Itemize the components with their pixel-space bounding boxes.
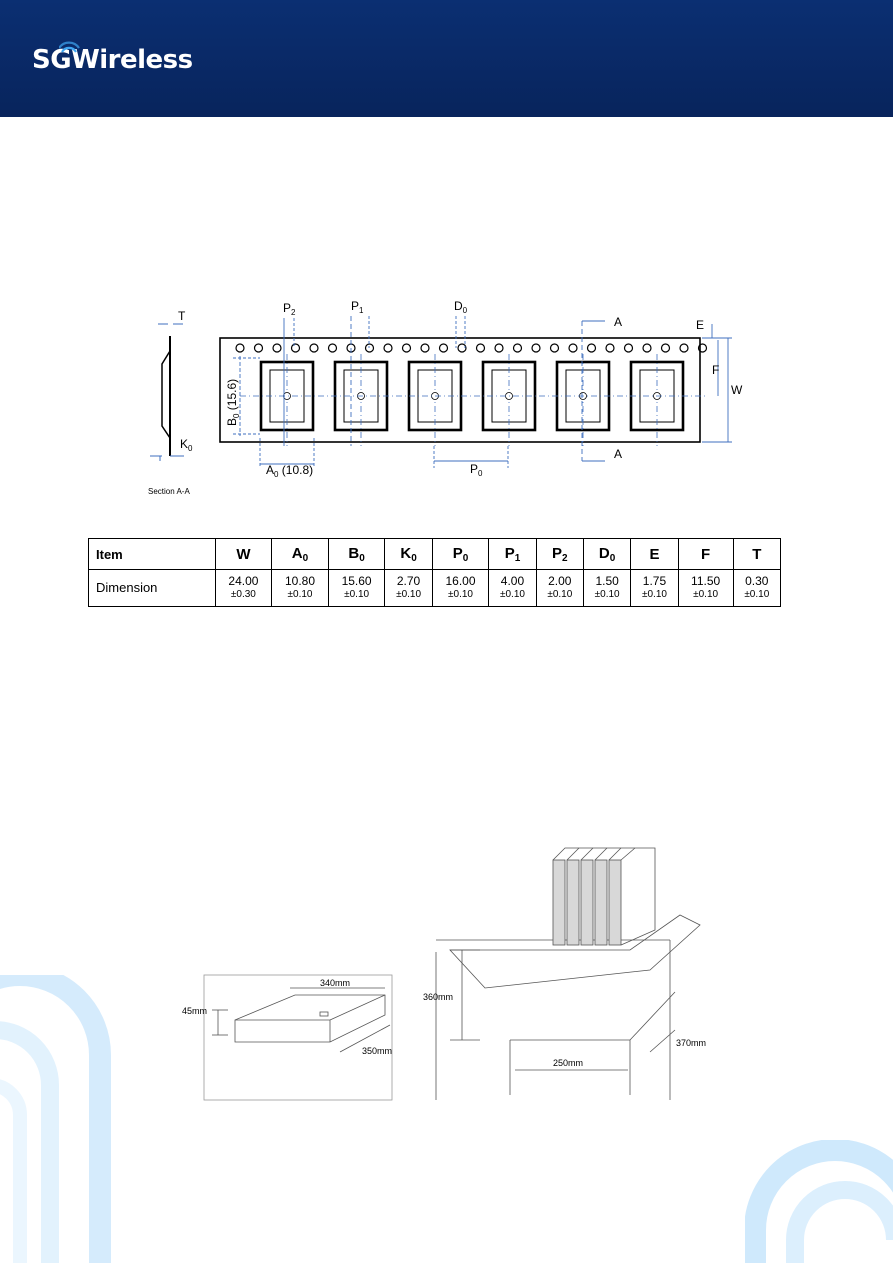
- value-cell: 10.80±0.10: [271, 569, 329, 607]
- header-f: F: [677, 538, 734, 570]
- pocket: [481, 354, 537, 446]
- box-height-label: 45mm: [182, 1006, 207, 1016]
- sprocket-hole: [383, 343, 393, 353]
- sprocket-hole: [642, 343, 652, 353]
- label-P0: P0: [470, 462, 483, 478]
- box-depth-label: 350mm: [362, 1046, 392, 1056]
- sprocket-hole: [679, 343, 689, 353]
- value-cell: 16.00±0.10: [431, 569, 490, 607]
- value-cell: 1.50±0.10: [582, 569, 632, 607]
- sprocket-hole: [457, 343, 467, 353]
- sprocket-hole: [512, 343, 523, 353]
- sprocket-hole: [290, 343, 301, 353]
- inner-box: [203, 974, 393, 1101]
- value-cell: 11.50±0.10: [677, 569, 734, 607]
- tape-body: [219, 337, 701, 443]
- sprocket-hole: [235, 343, 245, 353]
- header-p2: P2: [535, 538, 584, 570]
- label-section: Section A-A: [148, 487, 190, 496]
- decor-arcs-right: [745, 1140, 893, 1263]
- header-bar: SGWireless: [0, 0, 893, 117]
- sprocket-hole: [401, 343, 412, 353]
- sprocket-hole: [364, 343, 375, 353]
- row-label: Dimension: [88, 569, 216, 607]
- carrier-tape-drawing: T K0 Section A-A P2 P1 D0: [148, 299, 743, 496]
- label-T: T: [178, 309, 186, 323]
- header-t: T: [732, 538, 782, 570]
- decor-arcs-left: [0, 975, 111, 1263]
- signal-waves-icon: [59, 41, 80, 53]
- label-A-bottom: A: [614, 447, 622, 461]
- value-cell: 2.70±0.10: [384, 569, 433, 607]
- reel-boxes: [552, 847, 656, 946]
- value-cell: 2.00±0.10: [535, 569, 584, 607]
- header-p0: P0: [431, 538, 490, 570]
- section-view: T K0 Section A-A: [148, 309, 193, 496]
- header-k0: K0: [384, 538, 433, 570]
- value-cell: 4.00±0.10: [488, 569, 537, 607]
- label-P1: P1: [351, 299, 364, 315]
- sprocket-hole: [531, 343, 541, 353]
- label-P2: P2: [283, 301, 296, 317]
- sprocket-hole: [327, 343, 338, 353]
- brand-name: SGWireless: [32, 45, 193, 75]
- box-width-label: 340mm: [320, 978, 350, 988]
- packaging-drawing: 45mm 340mm 350mm 360mm 250mm 370mm: [182, 847, 706, 1101]
- sprocket-hole: [494, 343, 504, 353]
- header-d0: D0: [582, 538, 632, 570]
- header-item: Item: [88, 538, 216, 570]
- pocket: [333, 354, 389, 446]
- pocket: [407, 354, 463, 446]
- sprocket-hole: [549, 343, 560, 353]
- carton-box: [435, 914, 701, 1100]
- header-b0: B0: [327, 538, 386, 570]
- label-W: W: [731, 383, 743, 397]
- pockets: [259, 354, 685, 446]
- sprocket-hole: [272, 343, 282, 353]
- label-A0: A0 (10.8): [266, 463, 313, 479]
- label-A-top: A: [614, 315, 622, 329]
- brand-logo: SGWireless: [32, 40, 193, 80]
- sprocket-holes: [235, 343, 708, 353]
- sprocket-hole: [420, 343, 430, 353]
- sprocket-hole: [253, 343, 264, 353]
- value-cell: 0.30±0.10: [732, 569, 782, 607]
- header-a0: A0: [271, 538, 329, 570]
- sprocket-hole: [475, 343, 486, 353]
- sprocket-hole: [605, 343, 615, 353]
- sprocket-hole: [660, 343, 671, 353]
- carton-depth-label: 370mm: [676, 1038, 706, 1048]
- label-D0: D0: [454, 299, 468, 315]
- label-K0: K0: [180, 437, 193, 453]
- pocket: [629, 354, 685, 446]
- label-E: E: [696, 318, 704, 332]
- value-cell: 24.00±0.30: [214, 569, 273, 607]
- sprocket-hole: [586, 343, 597, 353]
- header-w: W: [214, 538, 273, 570]
- label-F: F: [712, 363, 719, 377]
- carton-width-label: 250mm: [553, 1058, 583, 1068]
- sprocket-hole: [568, 343, 578, 353]
- carton-height-label: 360mm: [423, 992, 453, 1002]
- sprocket-hole: [309, 343, 319, 353]
- pocket: [555, 354, 611, 446]
- sprocket-hole: [623, 343, 634, 353]
- label-B0: B0 (15.6): [225, 379, 241, 426]
- pocket: [259, 354, 315, 446]
- header-e: E: [630, 538, 679, 570]
- header-p1: P1: [488, 538, 537, 570]
- value-cell: 1.75±0.10: [630, 569, 679, 607]
- sprocket-hole: [697, 343, 708, 353]
- value-cell: 15.60±0.10: [327, 569, 386, 607]
- sprocket-hole: [438, 343, 449, 353]
